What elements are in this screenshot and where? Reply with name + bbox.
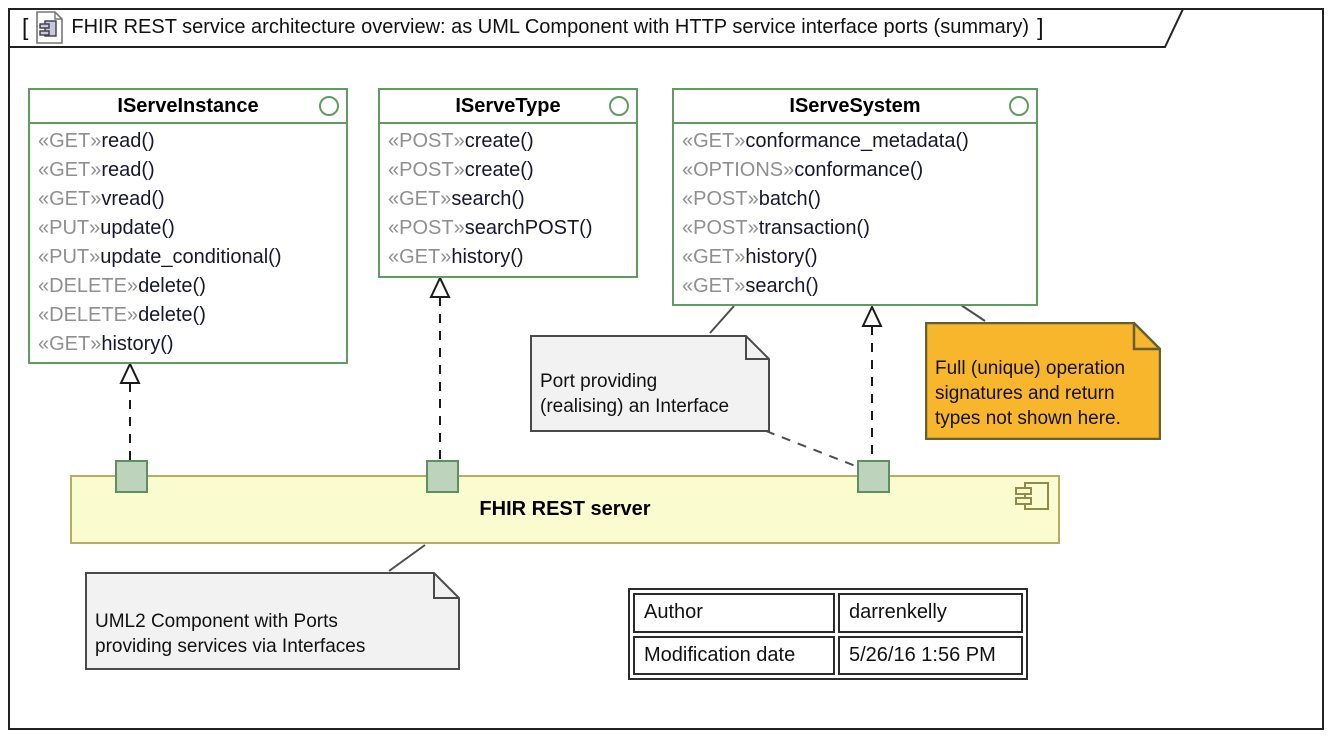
interface-header: IServeInstance <box>30 90 346 124</box>
operation: «POST»batch() <box>682 188 821 210</box>
operation: «POST»searchPOST() <box>388 217 593 239</box>
note-line: providing services via Interfaces <box>95 636 366 657</box>
interface-name: IServeSystem <box>789 94 921 117</box>
table-cell-author-value: darrenkelly <box>838 593 1023 633</box>
diagram-title: FHIR REST service architecture overview:… <box>71 16 1030 38</box>
port-iservetype <box>426 460 459 493</box>
interface-header: IServeSystem <box>674 90 1036 124</box>
note-line: types not shown here. <box>935 408 1121 429</box>
operation: «DELETE»delete() <box>38 304 206 326</box>
component-diagram-icon <box>36 11 64 44</box>
note-line: Port providing <box>540 371 658 392</box>
note-signatures: Full (unique) operation signatures and r… <box>924 321 1162 441</box>
operation: «GET»history() <box>682 246 818 268</box>
component-icon <box>1015 482 1049 510</box>
operation-list: «POST»create() «POST»create() «GET»searc… <box>380 124 636 272</box>
interface-box-iserveinstance: IServeInstance «GET»read() «GET»read() «… <box>28 88 348 364</box>
note-line: UML2 Component with Ports <box>95 611 338 632</box>
operation-list: «GET»conformance_metadata() «OPTIONS»con… <box>674 124 1036 301</box>
operation: «PUT»update_conditional() <box>38 246 282 268</box>
operation: «POST»create() <box>388 159 534 181</box>
interface-box-iservetype: IServeType «POST»create() «POST»create()… <box>378 88 638 278</box>
title-bracket-open: [ <box>22 14 29 40</box>
note-line: signatures and return <box>935 383 1115 404</box>
component-label: FHIR REST server <box>479 498 651 520</box>
operation: «GET»read() <box>38 159 155 181</box>
operation: «OPTIONS»conformance() <box>682 159 924 181</box>
operation: «DELETE»delete() <box>38 275 206 297</box>
note-shape <box>85 572 460 670</box>
note-uml2-component: UML2 Component with Ports providing serv… <box>85 572 460 670</box>
note-port-providing: Port providing (realising) an Interface <box>530 335 770 432</box>
interface-box-iservesystem: IServeSystem «GET»conformance_metadata()… <box>672 88 1038 306</box>
operation: «GET»history() <box>388 246 524 268</box>
operation: «GET»read() <box>38 130 155 152</box>
note-shape <box>530 335 770 432</box>
title-bracket-close: ] <box>1037 14 1044 40</box>
operation: «GET»vread() <box>38 188 165 210</box>
interface-ball-icon <box>609 96 629 116</box>
interface-name: IServeInstance <box>117 94 259 117</box>
operation: «GET»search() <box>682 275 819 297</box>
table-cell-moddate-value: 5/26/16 1:56 PM <box>838 635 1023 675</box>
note-line: Full (unique) operation <box>935 358 1126 379</box>
note-shape <box>924 321 1162 441</box>
interface-header: IServeType <box>380 90 636 124</box>
diagram-title-tab: [ FHIR REST service architecture overvie… <box>8 8 1198 49</box>
operation: «POST»create() <box>388 130 534 152</box>
interface-name: IServeType <box>455 94 561 117</box>
interface-ball-icon <box>319 96 339 116</box>
port-iserveinstance <box>115 460 148 493</box>
table-cell-moddate-label: Modification date <box>633 635 835 675</box>
table-cell-author-label: Author <box>633 593 835 633</box>
operation: «GET»search() <box>388 188 525 210</box>
operation-list: «GET»read() «GET»read() «GET»vread() «PU… <box>30 124 346 359</box>
operation: «GET»history() <box>38 333 174 355</box>
operation: «POST»transaction() <box>682 217 870 239</box>
title-tab-shape <box>8 8 1185 48</box>
port-iservesystem <box>857 460 890 493</box>
operation: «GET»conformance_metadata() <box>682 130 969 152</box>
component-fhir-rest-server: FHIR REST server <box>70 475 1060 544</box>
interface-ball-icon <box>1009 96 1029 116</box>
properties-table: Author darrenkelly Modification date 5/2… <box>628 588 1028 680</box>
operation: «PUT»update() <box>38 217 175 239</box>
note-line: (realising) an Interface <box>540 396 730 417</box>
